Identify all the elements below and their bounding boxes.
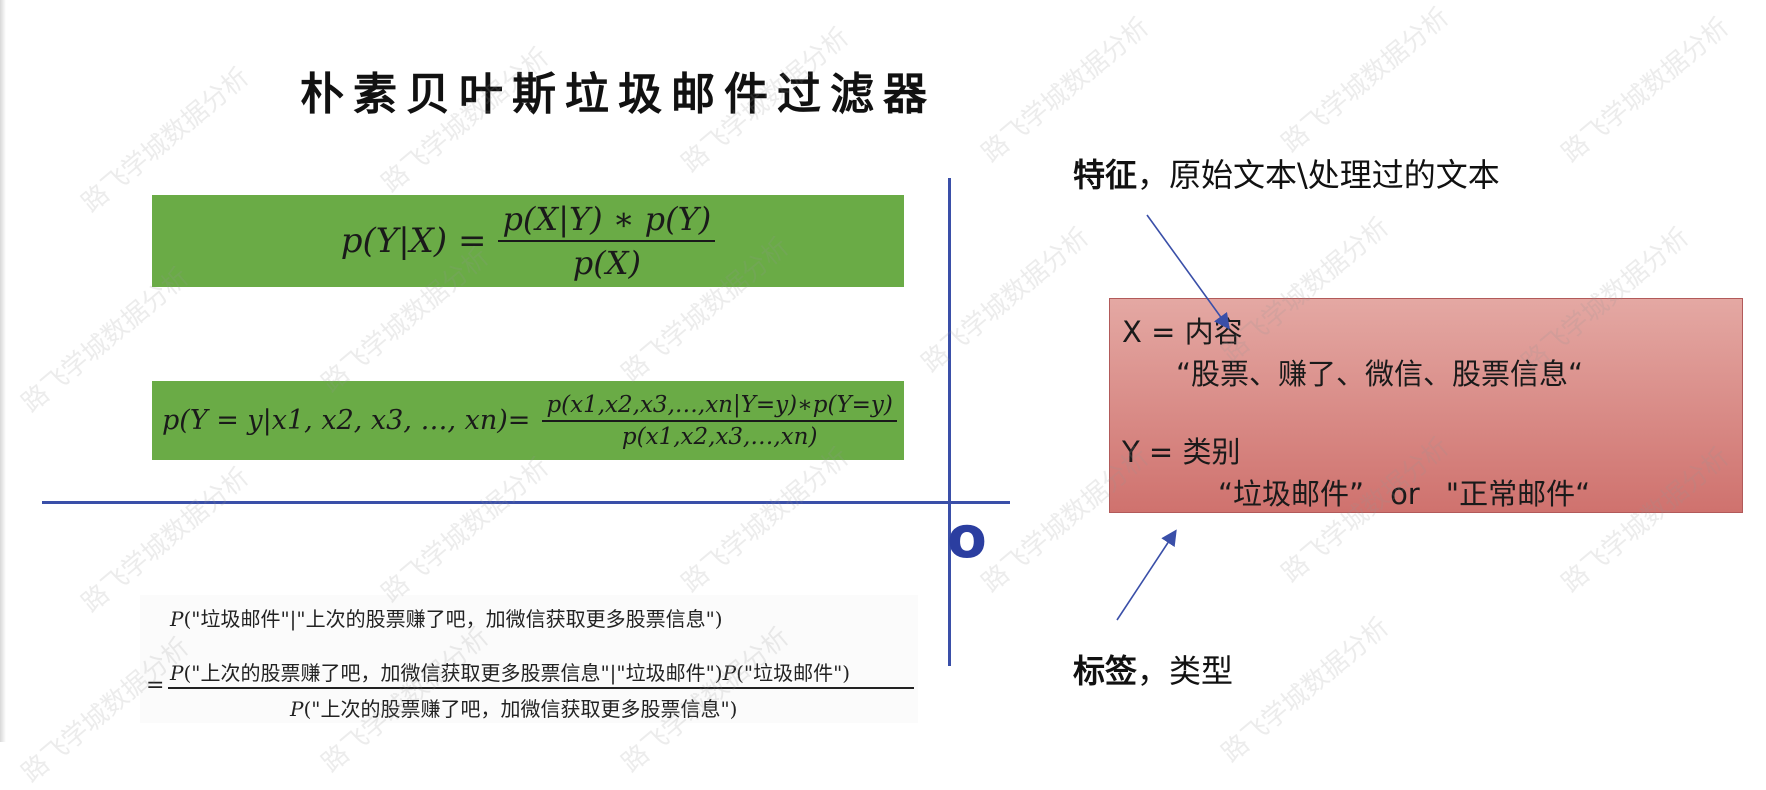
label-label: 标签，类型 (1073, 646, 1233, 692)
bayes-formula-lhs: p(Y|X) = (340, 221, 487, 261)
bayes-formula-numerator: p(X|Y) ∗ p(Y) (498, 200, 716, 242)
slide-left-edge (0, 0, 6, 742)
x-example-value: “股票、赚了、微信、股票信息“ (1176, 357, 1584, 391)
x-definition: X = 内容 (1122, 315, 1243, 349)
evidence-p-symbol: P (290, 697, 304, 721)
fraction-rule (168, 687, 914, 689)
likelihood-p-symbol: P (170, 661, 184, 685)
spam-formula-denominator: P("上次的股票赚了吧，加微信获取更多股票信息") (290, 693, 737, 722)
feature-label: 特征，原始文本\处理过的文本 (1073, 150, 1500, 196)
watermark-text: 路飞学城数据分析 (1216, 612, 1395, 769)
bayes-formula-denominator: p(X) (572, 244, 641, 282)
y-spam-value: “垃圾邮件” (1218, 477, 1365, 511)
y-or-word: or (1390, 477, 1420, 511)
origin-marker: o (947, 503, 987, 571)
y-normal-value: "正常邮件“ (1445, 477, 1591, 511)
naive-bayes-formula-box: p(Y = y|x1, x2, x3, …, xn)= p(x1,x2,x3,…… (152, 381, 904, 460)
y-example-values: “垃圾邮件” or "正常邮件“ (1218, 471, 1590, 513)
label-label-bold: 标签 (1073, 652, 1138, 690)
equals-sign: = (146, 673, 165, 698)
watermark-text: 路飞学城数据分析 (976, 12, 1155, 169)
likelihood-argument: ("上次的股票赚了吧，加微信获取更多股票信息"|"垃圾邮件") (183, 661, 723, 685)
prior-argument: ("垃圾邮件") (736, 661, 851, 685)
spam-probability-formula: P("垃圾邮件"|"上次的股票赚了吧，加微信获取更多股票信息") = P("上次… (140, 595, 918, 723)
bayes-formula-fraction: p(X|Y) ∗ p(Y) p(X) (498, 200, 716, 282)
watermark-text: 路飞学城数据分析 (676, 442, 855, 599)
spam-posterior-expression: P("垃圾邮件"|"上次的股票赚了吧，加微信获取更多股票信息") (170, 603, 723, 632)
feature-label-bold: 特征 (1073, 156, 1138, 194)
naive-formula-fraction: p(x1,x2,x3,…,xn|Y=y)∗p(Y=y) p(x1,x2,x3,…… (542, 392, 897, 450)
page-title: 朴素贝叶斯垃圾邮件过滤器 (300, 69, 936, 120)
feature-label-rest: ，原始文本\处理过的文本 (1137, 156, 1500, 194)
spam-formula-numerator: P("上次的股票赚了吧，加微信获取更多股票信息"|"垃圾邮件")P("垃圾邮件"… (170, 657, 850, 686)
bayes-formula-box: p(Y|X) = p(X|Y) ∗ p(Y) p(X) (152, 195, 904, 287)
label-arrow (1116, 529, 1177, 621)
prior-p-symbol: P (722, 661, 737, 685)
naive-formula-denominator: p(x1,x2,x3,…,xn) (621, 423, 818, 450)
watermark-text: 路飞学城数据分析 (376, 452, 555, 609)
posterior-p-symbol: P (170, 607, 184, 631)
watermark-text: 路飞学城数据分析 (1276, 2, 1455, 159)
y-definition: Y = 类别 (1122, 435, 1241, 469)
naive-formula-lhs: p(Y = y|x1, x2, x3, …, xn)= (162, 405, 531, 436)
naive-formula-numerator: p(x1,x2,x3,…,xn|Y=y)∗p(Y=y) (542, 392, 897, 422)
label-label-rest: ，类型 (1137, 652, 1234, 690)
watermark-text: 路飞学城数据分析 (916, 222, 1095, 379)
evidence-argument: ("上次的股票赚了吧，加微信获取更多股票信息") (303, 697, 738, 721)
vertical-axis-line (948, 178, 951, 666)
xy-definition-box: X = 内容 “股票、赚了、微信、股票信息“ Y = 类别 “垃圾邮件” or "正… (1109, 298, 1743, 513)
posterior-argument: ("垃圾邮件"|"上次的股票赚了吧，加微信获取更多股票信息") (183, 607, 723, 631)
watermark-text: 路飞学城数据分析 (1556, 12, 1735, 169)
horizontal-axis-line (42, 501, 1010, 504)
